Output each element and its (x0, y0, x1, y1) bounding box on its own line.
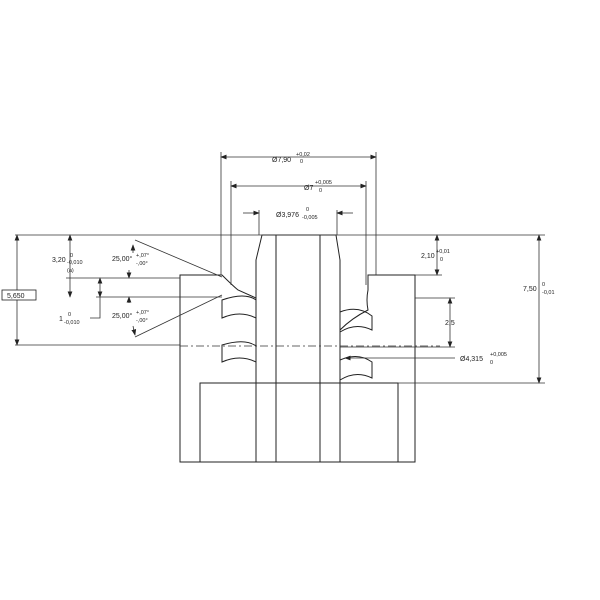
dim-lower-tol: -,00° (136, 318, 148, 324)
dim-top-height: 2,10 +0,01 0 (421, 249, 450, 263)
dimension-lines (14, 154, 542, 384)
dim-lower-tol: -,00° (136, 261, 148, 267)
dim-upper-tol: +0,005 (490, 352, 507, 358)
dim-reference: 5,650 (1, 289, 37, 301)
part-section (179, 234, 440, 463)
block-right-section (339, 274, 416, 463)
dim-lower-tol: 0 (300, 159, 303, 165)
dim-value: 1 (59, 316, 63, 323)
block-left-section (179, 274, 257, 463)
dim-angle-bottom: 25,00° +,07° -,00° (112, 310, 149, 324)
dim-upper-tol: 0 (68, 312, 71, 318)
dim-upper-tol: +0,005 (315, 180, 332, 186)
dim-upper-tol: +,07° (136, 253, 149, 259)
dim-value: 25,00° (112, 255, 133, 263)
bore-hole (275, 234, 321, 463)
dim-total-height: 7,50 0 -0,01 (523, 282, 555, 296)
dim-pitch: 2,5 (445, 320, 455, 327)
dim-upper-tol: 0 (306, 207, 309, 213)
dim-value: 5,650 (7, 293, 25, 300)
dim-lower-tol: -0,010 (64, 320, 80, 326)
dim-value: Ø4,315 (460, 356, 483, 363)
dim-lower-tol: 0 (490, 360, 493, 366)
dim-note: (a) (67, 268, 74, 274)
dim-value: 2,5 (445, 320, 455, 327)
dim-1: 1 0 -0,010 (59, 312, 80, 326)
dim-upper-tol: 0 (70, 253, 73, 259)
dim-320: 3,20 0 -0,010 (a) (52, 253, 83, 274)
dim-value: 2,10 (421, 253, 435, 260)
extension-lines (15, 152, 545, 384)
dim-value: Ø3,976 (276, 212, 299, 219)
dim-value: Ø7 (304, 185, 313, 192)
dim-lower-tol: 0 (440, 257, 443, 263)
dim-value: 3,20 (52, 257, 66, 264)
pin-right-wall (319, 234, 341, 463)
thread-groove-right (339, 308, 373, 381)
dim-lower-tol: -0,01 (542, 290, 555, 296)
dim-thread-diameter: Ø4,315 +0,005 0 (460, 352, 507, 366)
dim-angle-top: 25,00° +,07° -,00° (112, 253, 149, 267)
dim-upper-tol: 0 (542, 282, 545, 288)
dim-value: Ø7,90 (272, 157, 291, 164)
dim-upper-tol: +0,01 (436, 249, 450, 255)
dim-value: 25,00° (112, 312, 133, 320)
dim-upper-tol: +,07° (136, 310, 149, 316)
dim-upper-tol: +0,02 (296, 152, 310, 158)
reference-box (1, 289, 37, 301)
dim-outer-diameter: Ø7,90 +0,02 0 (272, 152, 310, 165)
dim-lower-tol: -0,010 (67, 260, 83, 266)
dim-value: 7,50 (523, 286, 537, 293)
dim-bore-diameter: Ø3,976 0 -0,005 (276, 207, 318, 221)
pin-left-wall (255, 234, 277, 463)
bottom-recess (199, 382, 399, 463)
dim-mid-diameter: Ø7 +0,005 0 (304, 180, 332, 194)
thread-groove-left (221, 295, 257, 363)
dim-lower-tol: -0,005 (302, 215, 318, 221)
dim-lower-tol: 0 (319, 188, 322, 194)
